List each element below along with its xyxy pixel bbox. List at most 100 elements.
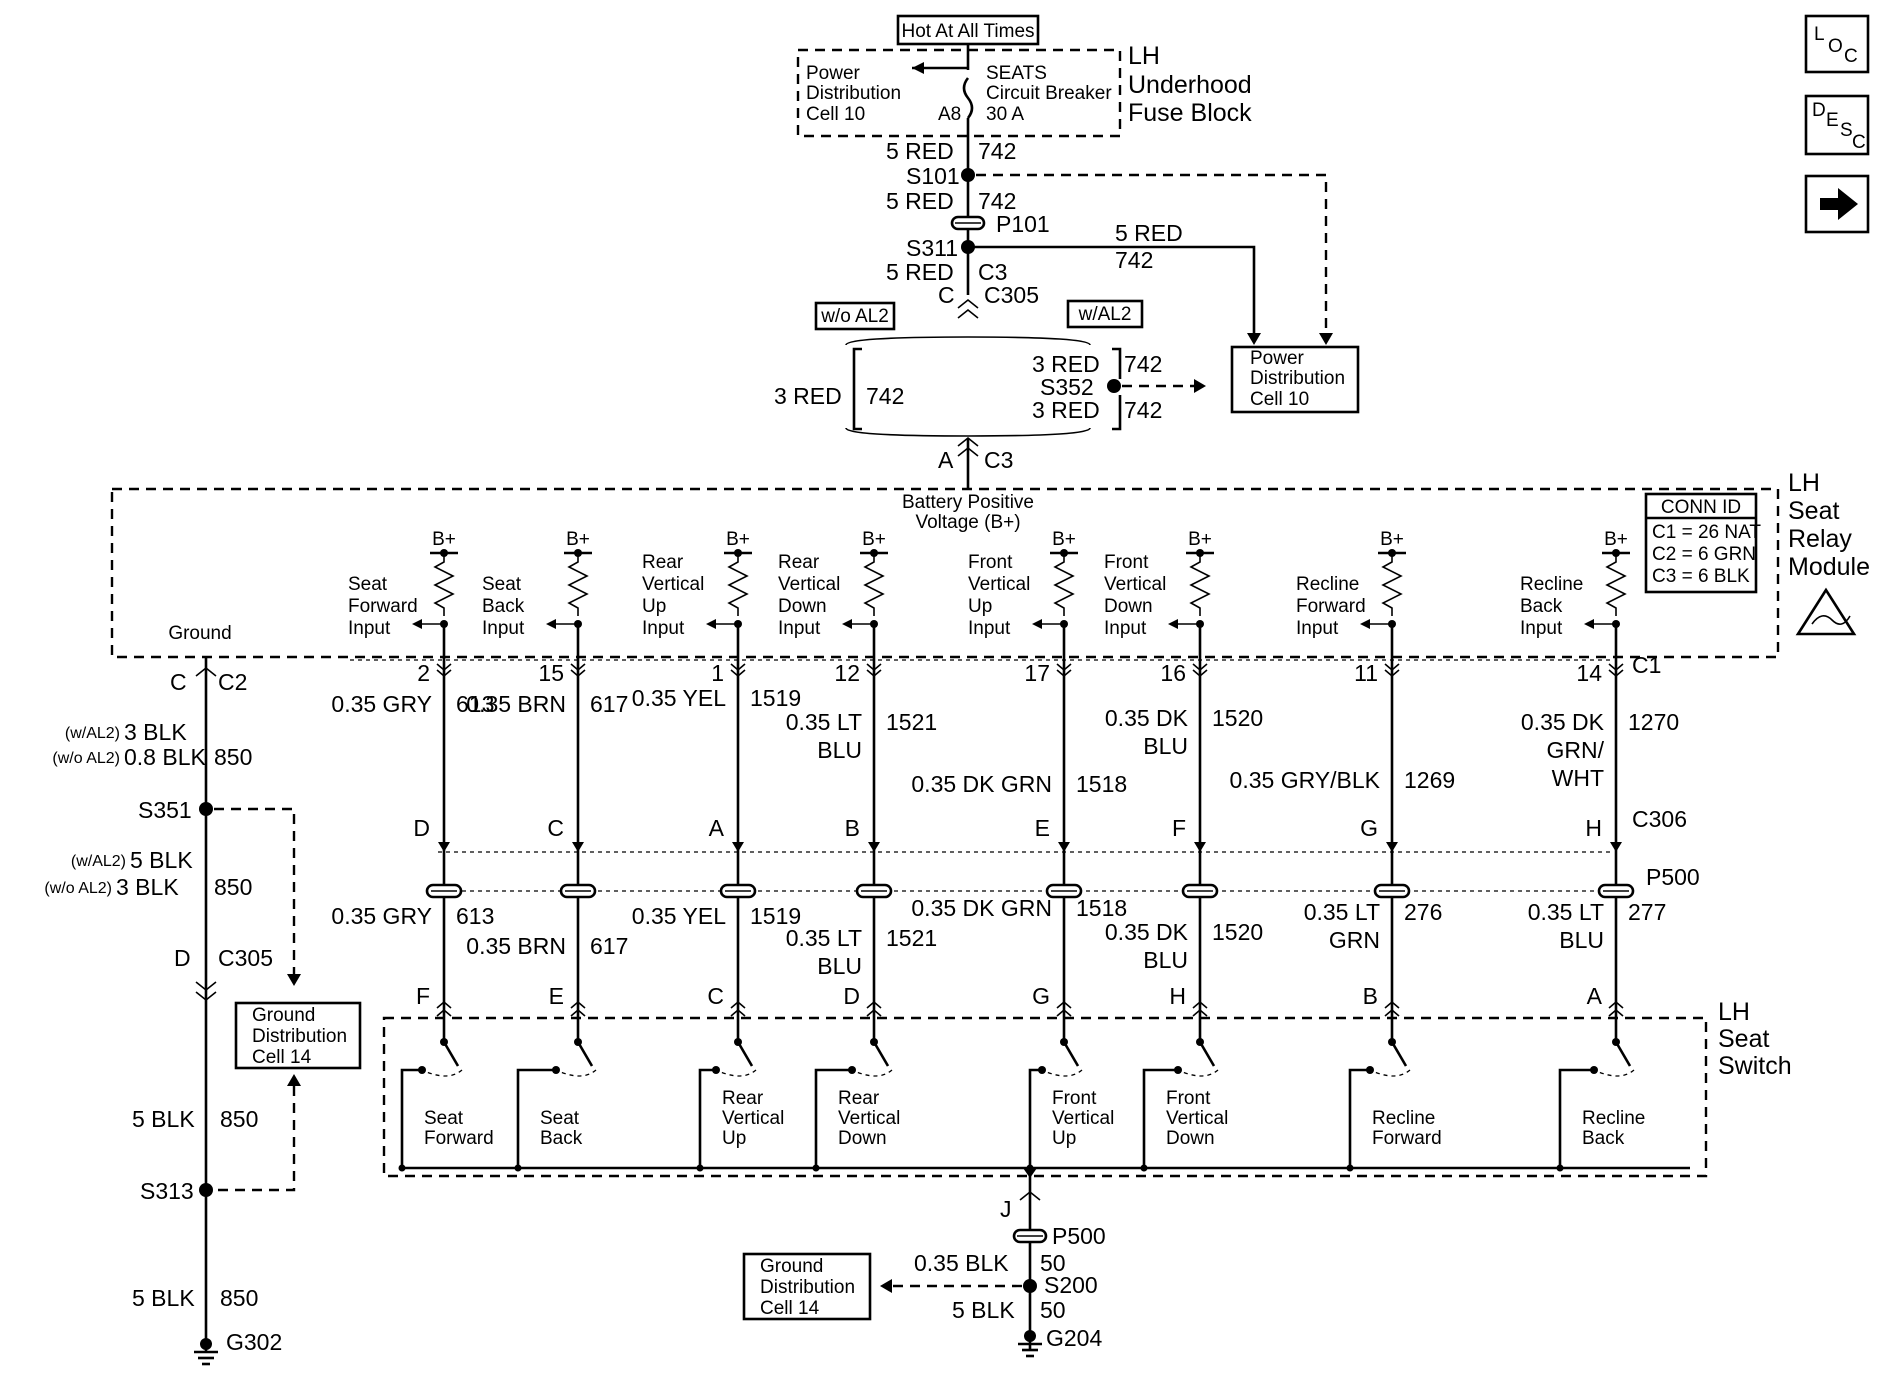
lower-wire-color: 0.35 LT (1304, 899, 1380, 925)
loc-button[interactable]: L O C (1804, 14, 1870, 74)
pdc-cell10-box (1230, 345, 1360, 414)
b-plus-label: B+ (1604, 529, 1628, 550)
switch-contact (442, 1041, 460, 1067)
gl-c4: 850 (220, 1285, 258, 1311)
switch-contact (1614, 1041, 1632, 1067)
input-label-line2: Vertical (778, 574, 840, 595)
switch-contact (1198, 1041, 1216, 1067)
switch-label-line1: Recline (1582, 1108, 1645, 1129)
right-bracket (1112, 347, 1122, 431)
gl-w1: 3 BLK (124, 719, 187, 745)
input-label-line3: Up (642, 596, 666, 617)
input-label-line1: Front (968, 552, 1013, 573)
switch-label-line3: Down (838, 1128, 887, 1149)
gl-c1: 850 (214, 744, 252, 770)
gl-c305-label: C305 (218, 945, 273, 971)
c306-pin-label: F (1172, 815, 1186, 841)
c2-label: C2 (218, 669, 247, 695)
pullup-resistor (1189, 556, 1211, 616)
esd-sensitive-icon (1795, 587, 1857, 636)
upper-wire-color: 0.35 LT (786, 709, 862, 735)
lower-wire-color: BLU (1559, 927, 1604, 953)
input-label-line3: Down (1104, 596, 1153, 617)
s313-label: S313 (140, 1178, 194, 1204)
switch-label-line2: Back (1582, 1128, 1625, 1149)
input-label-line3: Down (778, 596, 827, 617)
switch-label-line1: Front (1166, 1088, 1211, 1109)
upper-circuit-number: 1518 (1076, 771, 1127, 797)
g302-label: G302 (226, 1329, 282, 1355)
option-top-brace (845, 336, 1091, 346)
lower-wire-color: 0.35 DK GRN (911, 895, 1052, 921)
gb-pin-j: J (1000, 1196, 1012, 1222)
upper-circuit-number: 613 (456, 691, 494, 717)
switch-label-line2: Vertical (1166, 1108, 1228, 1129)
ground-g302-icon (194, 1338, 218, 1366)
switch-label-line1: LH (1718, 998, 1750, 1026)
c306-pin-label: C (547, 815, 564, 841)
upper-wire-color: 0.35 BRN (466, 691, 566, 717)
c3-pin-a: A (938, 447, 954, 473)
desc-button-d: D (1812, 100, 1826, 121)
c306-pin-label: D (413, 815, 430, 841)
hot-at-all-times-label: Hot At All Times (901, 21, 1034, 42)
battery-label-line1: Battery Positive (902, 492, 1034, 513)
input-label-line3: Input (482, 618, 525, 639)
pullup-resistor (567, 556, 589, 616)
desc-button[interactable]: D E S C (1804, 94, 1870, 156)
input-label-line3: Input (1296, 618, 1339, 639)
upper-wire-color: BLU (817, 737, 862, 763)
s351-dashed-ref (214, 807, 296, 976)
b-plus-label: B+ (726, 529, 750, 550)
upper-circuit-number: 1519 (750, 685, 801, 711)
feed-circuit1: 742 (978, 138, 1016, 164)
conn-id-row1: C1 = 26 NAT (1652, 522, 1761, 543)
input-label-line2: Vertical (642, 574, 704, 595)
lower-wire-color: GRN (1329, 927, 1380, 953)
upper-wire-color: 0.35 DK GRN (911, 771, 1052, 797)
module-ground-label: Ground (168, 623, 231, 644)
gdc-left-line1: Ground (252, 1005, 315, 1026)
gdc-left-line2: Distribution (252, 1026, 347, 1047)
left-option-circuit: 742 (866, 383, 904, 409)
lower-circuit-number: 1520 (1212, 919, 1263, 945)
upper-circuit-number: 1269 (1404, 767, 1455, 793)
upper-wire-color: 0.35 GRY (331, 691, 432, 717)
gl-w4: 5 BLK (132, 1285, 195, 1311)
gl-w1-tag: (w/AL2) (65, 725, 120, 742)
c1-pin-label: 11 (1354, 660, 1378, 686)
input-label-line2: Back (482, 596, 525, 617)
switch-contact (872, 1041, 890, 1067)
lower-wire-color: 0.35 LT (1528, 899, 1604, 925)
c1-pin-label: 15 (538, 660, 564, 686)
b-plus-label: B+ (1052, 529, 1076, 550)
next-page-button[interactable] (1804, 174, 1870, 234)
right-bottom-wire: 3 RED (1032, 397, 1100, 423)
loc-button-c: C (1844, 46, 1858, 67)
seats-breaker-line1: SEATS (986, 63, 1047, 84)
gl-c305-connector (195, 981, 217, 1002)
c3-label: C3 (984, 447, 1013, 473)
branch-wire-label: 5 RED (1115, 220, 1183, 246)
lower-wire-color: BLU (1143, 947, 1188, 973)
pin-a8-label: A8 (938, 104, 961, 125)
switch-label-line3: Down (1166, 1128, 1215, 1149)
underhood-fuse-block-outline (796, 48, 1122, 138)
upper-circuit-number: 1270 (1628, 709, 1679, 735)
pullup-resistor (1053, 556, 1075, 616)
feed-wire3: 5 RED (886, 259, 954, 285)
upper-wire-color: 0.35 GRY/BLK (1230, 767, 1381, 793)
upper-circuit-number: 1520 (1212, 705, 1263, 731)
upper-circuit-number: 617 (590, 691, 628, 717)
lower-wire-color: BLU (817, 953, 862, 979)
c1-pin-label: 12 (834, 660, 860, 686)
switch-pin-label: A (1587, 983, 1603, 1009)
right-top-wire: 3 RED (1032, 351, 1100, 377)
s101-label: S101 (906, 163, 960, 189)
lower-wire-color: 0.35 GRY (331, 903, 432, 929)
pullup-resistor (433, 556, 455, 616)
switch-pin-label: H (1169, 983, 1186, 1009)
c1-pin-label: 17 (1024, 660, 1050, 686)
input-label-line4: Input (642, 618, 685, 639)
